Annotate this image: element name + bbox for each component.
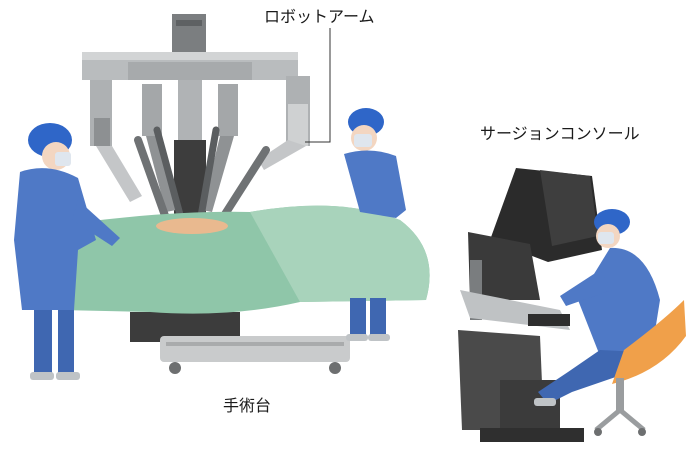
robot-column-top — [172, 14, 206, 52]
staff-right — [344, 108, 406, 341]
robot-arm-label: ロボットアーム — [264, 7, 375, 26]
operating-table-label: 手術台 — [223, 396, 272, 415]
instrument-1 — [134, 136, 172, 228]
robot-arm-left-inner — [142, 84, 162, 136]
operating-table — [130, 312, 350, 374]
surgeon-console — [458, 168, 602, 442]
robot-arm-unit — [82, 14, 331, 233]
instrument-2 — [153, 126, 186, 226]
patient-incision-area — [156, 218, 228, 234]
surgeon-chair — [594, 300, 686, 436]
robot-arm-right-inner — [218, 84, 238, 136]
instrument-3 — [196, 126, 220, 226]
staff-left — [14, 123, 120, 380]
surgeon-console-label: サージョンコンソール — [480, 124, 640, 143]
robot-arm-leader-line — [305, 28, 331, 143]
instrument-4 — [216, 146, 270, 226]
surgical-drape — [37, 205, 430, 314]
surgeon — [534, 209, 660, 406]
